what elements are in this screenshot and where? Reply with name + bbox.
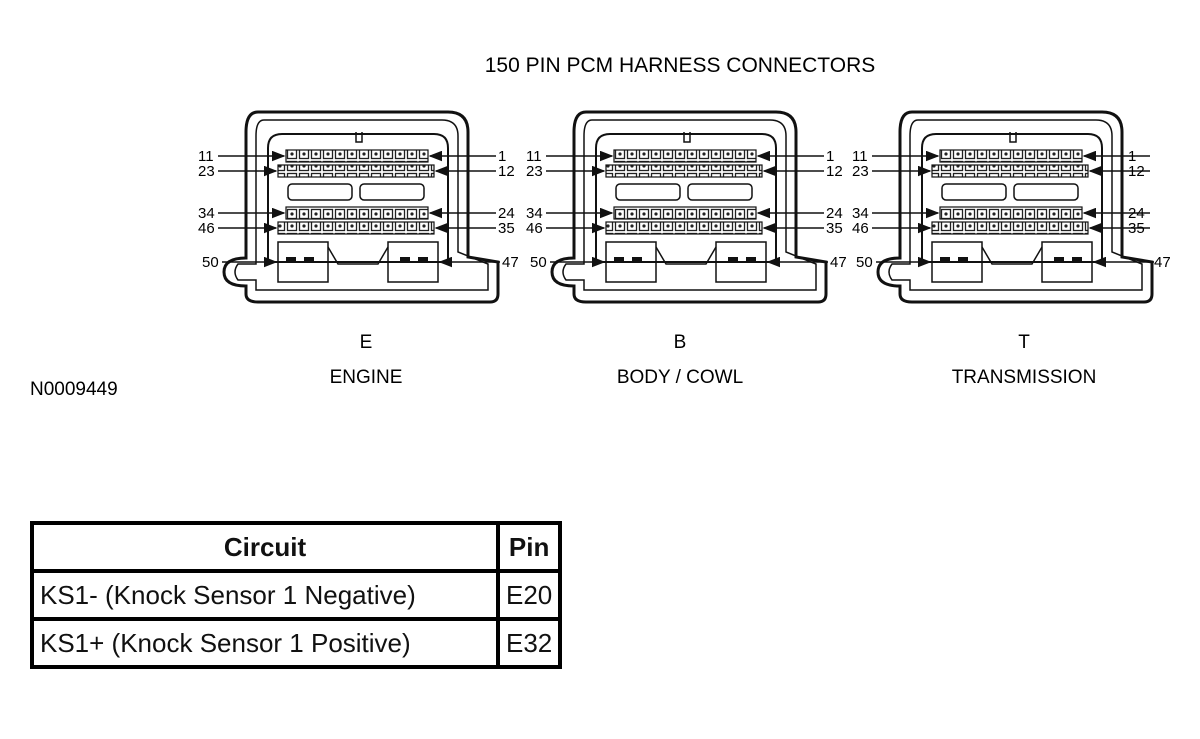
pin-label-35: 35 <box>1128 220 1145 237</box>
pin-label-34: 34 <box>526 205 543 222</box>
pin-label-1: 1 <box>826 148 834 165</box>
table-header-row: Circuit Pin <box>30 521 563 573</box>
pin-cell: E20 <box>495 569 563 621</box>
pin-label-24: 24 <box>498 205 515 222</box>
pin-label-24: 24 <box>1128 205 1145 222</box>
diagram-title: 150 PIN PCM HARNESS CONNECTORS <box>485 54 876 77</box>
circuit-cell: KS1+ (Knock Sensor 1 Positive) <box>30 617 500 669</box>
circuit-cell: KS1- (Knock Sensor 1 Negative) <box>30 569 500 621</box>
pin-label-46: 46 <box>526 220 543 237</box>
figure-id: N0009449 <box>30 379 118 400</box>
connector-engine: 11 23 34 46 50 1 12 24 35 47 <box>198 112 519 302</box>
pin-label-24: 24 <box>826 205 843 222</box>
connector-letter-t: T <box>1018 332 1030 353</box>
pin-label-50: 50 <box>530 254 547 271</box>
connector-body-cowl: 11 23 34 46 50 1 12 24 35 47 <box>526 112 847 302</box>
column-header-pin: Pin <box>495 521 563 573</box>
pin-label-12: 12 <box>826 163 843 180</box>
pin-label-11: 11 <box>198 148 214 165</box>
circuit-pin-table: Circuit Pin KS1- (Knock Sensor 1 Negativ… <box>30 521 563 669</box>
pin-label-46: 46 <box>198 220 215 237</box>
pin-label-47: 47 <box>830 254 847 271</box>
pin-label-12: 12 <box>1128 163 1145 180</box>
connector-transmission: 11 23 34 46 50 1 12 24 35 47 <box>852 112 1171 302</box>
pin-label-50: 50 <box>856 254 873 271</box>
pin-label-12: 12 <box>498 163 515 180</box>
pin-cell: E32 <box>495 617 563 669</box>
pin-label-47: 47 <box>502 254 519 271</box>
pin-label-11: 11 <box>526 148 542 165</box>
pin-label-35: 35 <box>826 220 843 237</box>
table-row: KS1- (Knock Sensor 1 Negative) E20 <box>30 569 563 621</box>
pin-label-23: 23 <box>198 163 215 180</box>
pin-label-1: 1 <box>498 148 506 165</box>
pin-label-34: 34 <box>852 205 869 222</box>
pin-label-11: 11 <box>852 148 868 165</box>
pin-label-47: 47 <box>1154 254 1171 271</box>
connector-name-transmission: TRANSMISSION <box>952 367 1097 388</box>
connector-letter-e: E <box>360 332 373 353</box>
table-row: KS1+ (Knock Sensor 1 Positive) E32 <box>30 617 563 669</box>
pin-label-46: 46 <box>852 220 869 237</box>
pin-label-1: 1 <box>1128 148 1136 165</box>
connector-letter-b: B <box>674 332 687 353</box>
pin-label-34: 34 <box>198 205 215 222</box>
column-header-circuit: Circuit <box>30 521 500 573</box>
connector-name-body-cowl: BODY / COWL <box>617 367 743 388</box>
pin-label-23: 23 <box>526 163 543 180</box>
connector-name-engine: ENGINE <box>330 367 403 388</box>
pin-label-50: 50 <box>202 254 219 271</box>
pin-label-35: 35 <box>498 220 515 237</box>
pin-label-23: 23 <box>852 163 869 180</box>
